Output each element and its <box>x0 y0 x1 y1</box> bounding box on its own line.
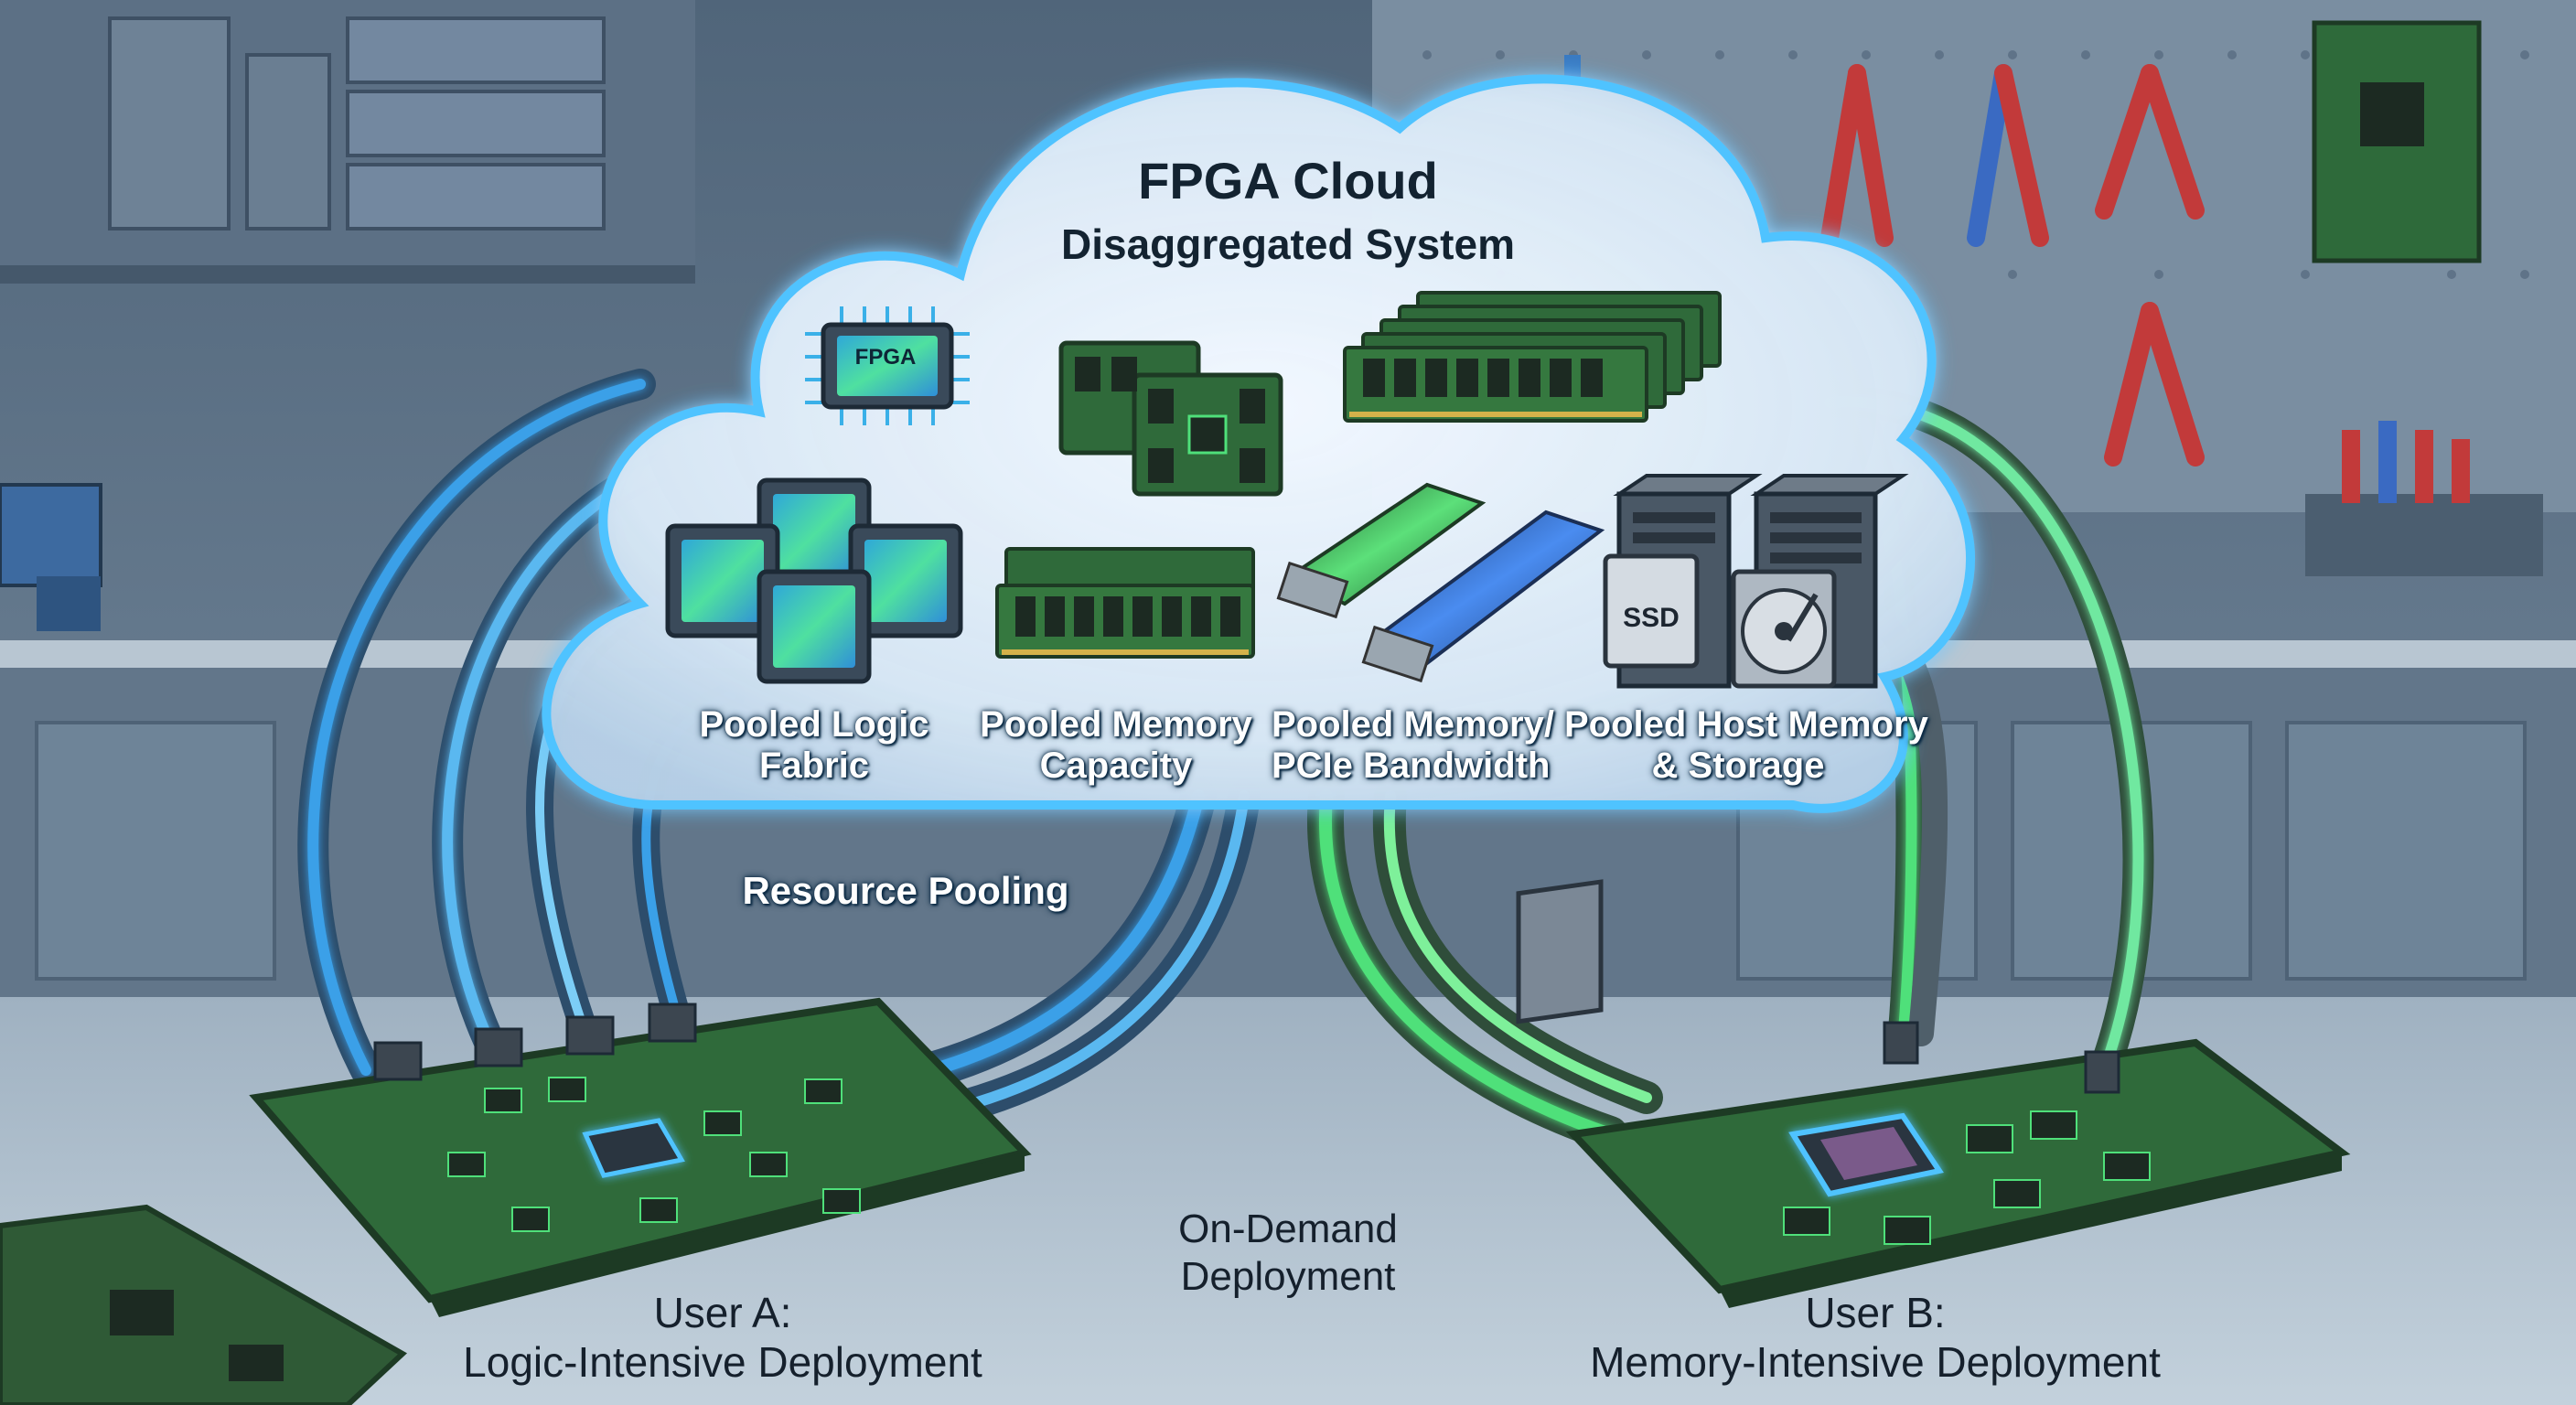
ssd-label: SSD <box>1623 603 1680 633</box>
resource-label-host-storage: Pooled Host Memory & Storage <box>1564 704 1928 787</box>
on-demand-label: On-Demand Deployment <box>1105 1206 1471 1301</box>
user-b-label: User B: Memory-Intensive Deployment <box>1555 1288 2195 1388</box>
pliers-icon <box>1564 55 2205 467</box>
on-demand-label-line2: Deployment <box>1180 1253 1396 1299</box>
ram-stack-icon <box>1343 291 1722 423</box>
resource-label-memory-capacity: Pooled Memory Capacity <box>979 704 1253 787</box>
spare-board <box>0 1204 408 1405</box>
ram-modules-icon <box>995 547 1255 659</box>
hard-drive-icon <box>1731 569 1837 689</box>
user-a-label: User A: Logic-Intensive Deployment <box>402 1288 1043 1388</box>
user-a-fpga-board <box>249 997 1032 1317</box>
resource-label-memory-capacity-line2: Capacity <box>1039 745 1193 786</box>
resource-label-memory-capacity-line1: Pooled Memory <box>980 704 1252 745</box>
fpga-chip-icon <box>805 306 970 425</box>
cloud-subtitle: Disaggregated System <box>1061 220 1515 268</box>
on-demand-label-line1: On-Demand <box>1178 1207 1398 1251</box>
user-b-fpga-board <box>1516 879 2351 1308</box>
user-b-label-line1: User B: <box>1805 1289 1946 1336</box>
fpga-chip-label-text: FPGA <box>854 345 917 370</box>
resource-label-logic-line2: Fabric <box>758 745 870 786</box>
cable-bundle-center-blue <box>878 778 1261 1132</box>
user-a-label-line2: Logic-Intensive Deployment <box>463 1338 982 1387</box>
resource-label-logic: Pooled Logic Fabric <box>677 704 951 787</box>
ssd-icon: SSD <box>1603 553 1700 669</box>
memory-chip-board-icon <box>1058 340 1283 497</box>
resource-label-pcie-bandwidth-line1: Pooled Memory/ <box>1272 704 1554 745</box>
vise-icon <box>0 483 102 631</box>
resource-pooling-label: Resource Pooling <box>742 869 1069 912</box>
cable-bundle-center-green <box>1307 778 1663 1153</box>
resource-label-host-storage-line2: & Storage <box>1651 745 1825 786</box>
logic-fabric-icon <box>665 477 963 684</box>
cloud-title: FPGA Cloud <box>1138 152 1438 209</box>
resource-label-logic-line1: Pooled Logic <box>699 704 929 745</box>
pcie-bandwidth-icon <box>1276 482 1605 683</box>
user-a-label-line1: User A: <box>653 1289 792 1336</box>
user-b-label-line2: Memory-Intensive Deployment <box>1590 1338 2161 1387</box>
resource-label-host-storage-line1: Pooled Host Memory <box>1564 704 1928 745</box>
resource-label-pcie-bandwidth: Pooled Memory/ PCIe Bandwidth <box>1272 704 1554 787</box>
resource-label-pcie-bandwidth-line2: PCIe Bandwidth <box>1272 745 1551 786</box>
